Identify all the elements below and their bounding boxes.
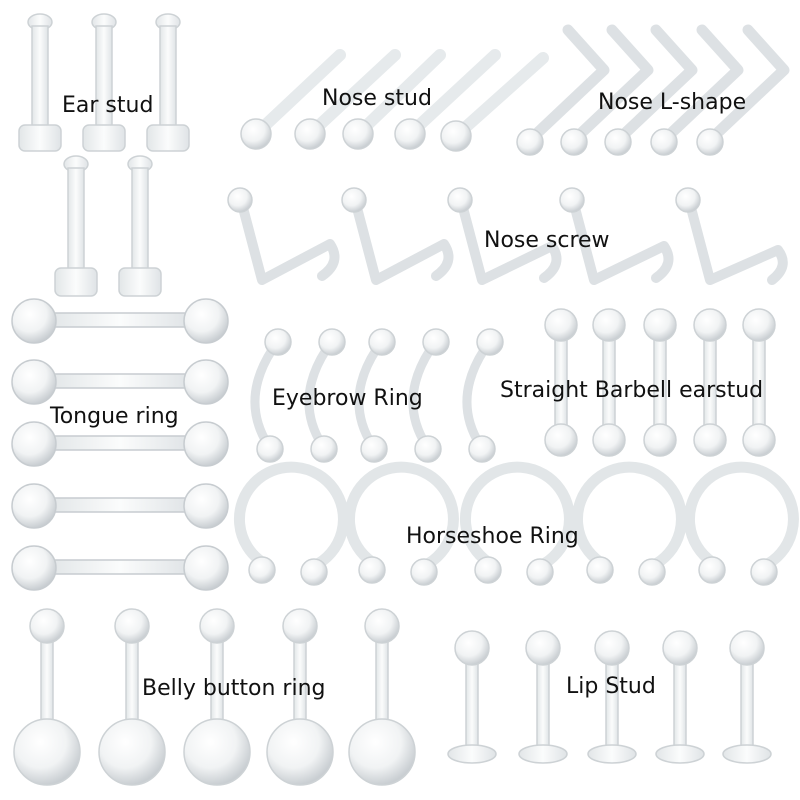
nose-stud-1 [240,49,346,150]
label-nose-screw: Nose screw [484,228,610,253]
label-nose-l-shape: Nose L-shape [598,90,747,115]
ear-stud-4 [54,155,98,297]
nose-stud-4 [394,49,501,150]
belly-button-ring-3 [183,608,251,786]
nose-screw-2 [341,187,454,285]
label-lip-stud: Lip Stud [566,674,656,699]
label-nose-stud: Nose stud [322,86,432,111]
label-horseshoe-ring: Horseshoe Ring [406,524,579,549]
nose-l-shape-1 [516,24,610,156]
eyebrow-ring-group [250,328,504,463]
belly-button-ring-4 [266,608,334,786]
tongue-ring-4 [11,483,229,529]
lip-stud-2 [518,630,568,764]
straight-barbell-4 [693,308,727,457]
lip-stud-3 [587,630,637,764]
horseshoe-ring-3 [460,461,575,586]
straight-barbell-1 [544,308,578,457]
ear-stud-5 [118,155,162,297]
tongue-ring-5 [11,545,229,591]
ear-stud-3 [146,13,190,152]
ear-stud-2 [82,13,126,152]
nose-screw-3 [447,187,562,285]
horseshoe-ring-4 [572,461,687,586]
horseshoe-ring-group [234,461,799,586]
ear-stud-group [18,13,190,297]
nose-l-shape-2 [560,24,654,156]
tongue-ring-3 [11,421,229,467]
lip-stud-group [447,630,772,764]
nose-stud-3 [342,49,446,150]
lip-stud-4 [655,630,705,764]
straight-barbell-5 [742,308,776,457]
nose-screw-4 [559,187,674,285]
nose-screw-1 [227,187,340,285]
belly-button-ring-group [13,608,416,786]
nose-l-shape-5 [696,24,790,156]
horseshoe-ring-5 [684,461,799,586]
belly-button-ring-5 [348,608,416,786]
straight-barbell-2 [592,308,626,457]
label-eyebrow-ring: Eyebrow Ring [272,386,423,411]
straight-barbell-3 [643,308,677,457]
label-straight-barbell: Straight Barbell earstud [500,378,764,403]
nose-stud-2 [294,49,401,150]
nose-screw-group [227,187,788,285]
lip-stud-5 [722,630,772,764]
eyebrow-ring-4 [408,328,450,463]
nose-stud-group [240,49,549,152]
eyebrow-ring-5 [462,328,504,463]
label-tongue-ring: Tongue ring [50,404,179,429]
nose-l-shape-4 [650,24,744,156]
ear-stud-1 [18,13,62,152]
horseshoe-ring-2 [344,461,459,586]
nose-stud-5 [440,52,549,152]
belly-button-ring-2 [98,608,166,786]
tongue-ring-1 [11,298,229,344]
label-ear-stud: Ear stud [62,93,154,118]
label-belly-button-ring: Belly button ring [142,676,326,701]
eyebrow-ring-1 [250,328,292,463]
nose-l-shape-3 [604,24,698,156]
eyebrow-ring-2 [304,328,346,463]
nose-l-shape-group [516,24,790,156]
nose-screw-5 [675,187,788,285]
horseshoe-ring-1 [234,461,349,586]
lip-stud-1 [447,630,497,764]
tongue-ring-2 [11,359,229,405]
belly-button-ring-1 [13,608,81,786]
eyebrow-ring-3 [354,328,396,463]
tongue-ring-group [11,298,229,591]
straight-barbell-group [544,308,776,457]
